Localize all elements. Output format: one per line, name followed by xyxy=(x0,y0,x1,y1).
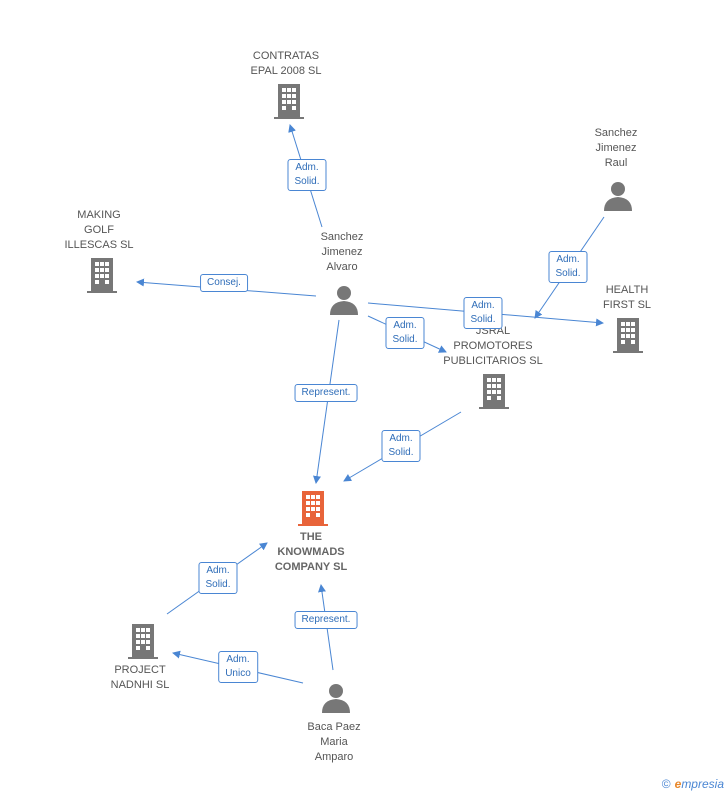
focus-building-icon xyxy=(298,491,328,526)
person-icon xyxy=(330,286,358,315)
brand-mark: e xyxy=(674,777,682,791)
edge-label[interactable]: Adm. Solid. xyxy=(381,430,421,462)
edge-label[interactable]: Adm. Solid. xyxy=(287,159,327,191)
edge-label[interactable]: Represent. xyxy=(294,384,358,402)
edge-label[interactable]: Adm. Solid. xyxy=(548,251,588,283)
node-label-project-nadnhi[interactable]: PROJECT NADNHI SL xyxy=(110,664,170,691)
person-icon xyxy=(322,684,350,713)
building-icon xyxy=(274,84,304,119)
brand-logo: ©empresia xyxy=(662,777,724,791)
node-label-jsral[interactable]: JSRAL PROMOTORES PUBLICITARIOS SL xyxy=(443,325,543,367)
edge-label[interactable]: Represent. xyxy=(294,611,358,629)
node-label-health-first[interactable]: HEALTH FIRST SL xyxy=(602,284,652,311)
edge-label[interactable]: Adm. Unico xyxy=(218,651,258,683)
building-icon xyxy=(128,624,158,659)
edge-label[interactable]: Adm. Solid. xyxy=(385,317,425,349)
node-label-contratas[interactable]: CONTRATAS EPAL 2008 SL xyxy=(250,50,322,77)
building-icon xyxy=(87,258,117,293)
edge-label[interactable]: Adm. Solid. xyxy=(198,562,238,594)
node-label-sanchez-raul[interactable]: Sanchez Jimenez Raul xyxy=(594,127,638,169)
building-icon xyxy=(479,374,509,409)
node-label-baca-paez[interactable]: Baca Paez Maria Amparo xyxy=(307,721,361,763)
node-label-sanchez-alvaro[interactable]: Sanchez Jimenez Alvaro xyxy=(320,231,364,273)
node-label-knowmads[interactable]: THE KNOWMADS COMPANY SL xyxy=(274,531,348,573)
copyright-icon: © xyxy=(661,777,671,791)
building-icon xyxy=(613,318,643,353)
node-label-making-golf[interactable]: MAKING GOLF ILLESCAS SL xyxy=(64,209,134,251)
brand-name: mpresia xyxy=(681,777,724,791)
edge-label[interactable]: Adm. Solid. xyxy=(463,297,503,329)
person-icon xyxy=(604,182,632,211)
edge-label[interactable]: Consej. xyxy=(200,274,248,292)
